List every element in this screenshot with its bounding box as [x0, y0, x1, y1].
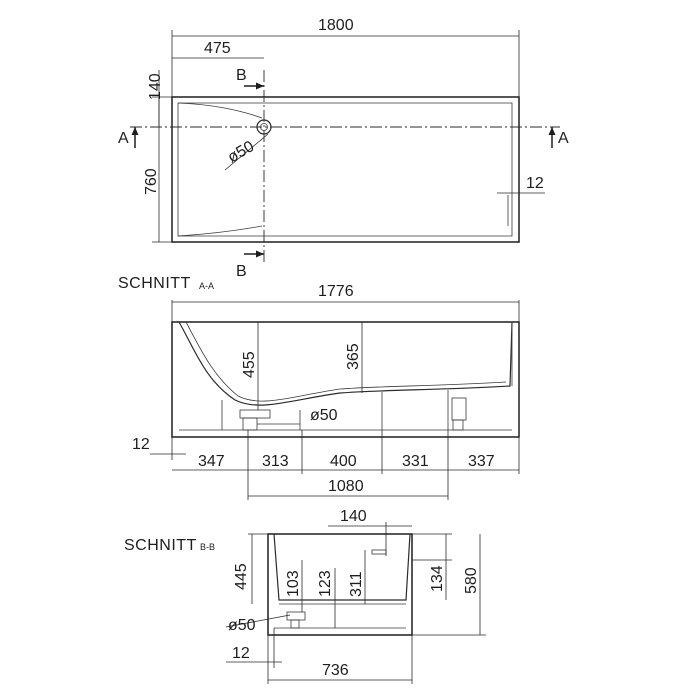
drain-body-b — [286, 611, 306, 621]
section-bb-suffix: B-B — [200, 542, 215, 552]
dim-365: 365 — [345, 343, 362, 370]
section-aa-title: SCHNITT — [118, 275, 191, 292]
top-view: A A B B 1800 475 140 760 12 ø50 — [118, 17, 569, 280]
dim-313: 313 — [262, 453, 289, 470]
section-a-arrowhead-right — [548, 127, 556, 135]
dim-736: 736 — [322, 662, 349, 679]
dim-140-b: 140 — [340, 508, 367, 525]
tub-outline-top — [171, 96, 520, 243]
dim-400: 400 — [330, 453, 357, 470]
drain-trap — [242, 417, 258, 431]
tub-outline-section-a — [171, 321, 520, 438]
dim-12-b: 12 — [232, 645, 250, 662]
dim-1080: 1080 — [328, 478, 364, 495]
section-a-label-right: A — [558, 130, 569, 147]
drain-diameter-b: ø50 — [228, 617, 256, 634]
section-a-arrowhead-left — [131, 127, 139, 135]
section-aa: SCHNITT A-A 1776 455 365 ø50 — [118, 275, 520, 500]
dim-760: 760 — [143, 168, 160, 195]
section-bb-title: SCHNITT — [124, 537, 197, 554]
tub-inner-curve-top — [177, 102, 263, 119]
dim-311: 311 — [348, 571, 365, 597]
dim-103: 103 — [285, 570, 302, 597]
section-aa-suffix: A-A — [199, 281, 214, 291]
foot-base — [452, 419, 464, 431]
basin-inner-profile-a — [185, 321, 507, 402]
section-b-arrowhead-top — [256, 82, 264, 90]
basin-profile-a — [178, 321, 513, 406]
dim-337: 337 — [468, 453, 495, 470]
drain-diameter-a: ø50 — [310, 407, 338, 424]
dim-12-a: 12 — [132, 436, 150, 453]
dim-123: 123 — [317, 570, 334, 597]
section-b-arrowhead-bottom — [256, 250, 264, 258]
dim-331: 331 — [402, 453, 429, 470]
section-bb: SCHNITT B-B 140 445 103 123 311 134 — [124, 508, 486, 684]
tub-inner-top — [177, 102, 513, 237]
dim-140: 140 — [147, 73, 164, 100]
dim-475: 475 — [204, 40, 231, 57]
section-a-label-left: A — [118, 130, 129, 147]
foot — [451, 397, 467, 421]
drain-leader-b — [225, 614, 291, 628]
dim-445: 445 — [233, 563, 250, 590]
section-b-label-top: B — [236, 67, 247, 84]
basin-profile-b — [273, 533, 411, 601]
dim-1800: 1800 — [318, 17, 354, 34]
section-b-label-bottom: B — [236, 263, 247, 280]
dim-1776: 1776 — [318, 283, 354, 300]
dim-134: 134 — [429, 565, 446, 592]
dim-580: 580 — [463, 567, 480, 594]
drain-diameter-top: ø50 — [225, 138, 257, 167]
overflow — [371, 549, 387, 555]
drain-leader — [224, 133, 269, 171]
tub-inner-curve-bottom — [177, 225, 263, 237]
dim-455: 455 — [241, 351, 258, 378]
drain-body — [239, 409, 271, 419]
dim-347: 347 — [198, 453, 225, 470]
dim-12-top: 12 — [526, 175, 544, 192]
drain-trap-b — [290, 619, 300, 629]
